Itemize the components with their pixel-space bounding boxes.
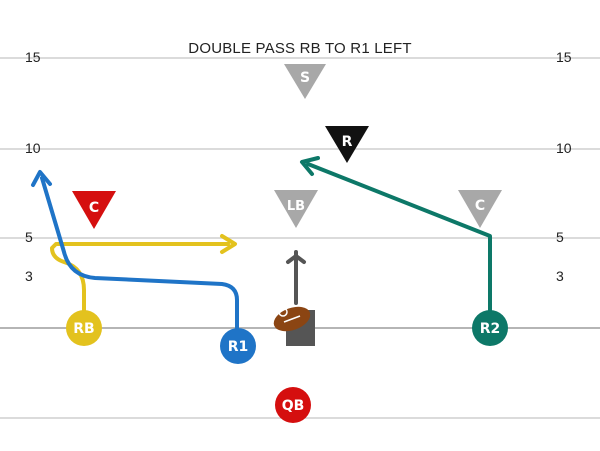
yard-label-left-3: 3 [25,268,33,284]
center-football [273,306,315,346]
player-qb: QB [275,387,311,423]
yard-label-right-15: 15 [556,49,572,65]
r1-route-arrowhead [31,170,52,187]
rb-route [50,242,230,318]
player-r2: R2 [472,310,508,346]
player-qb-label: QB [282,398,305,414]
yard-label-right-3: 3 [556,268,564,284]
defender-lb: LB [274,190,318,228]
player-r1: R1 [220,328,256,364]
defender-c-right-label: C [475,198,485,214]
defender-c-left: C [72,191,116,229]
defender-lb-label: LB [287,199,305,214]
defender-r-label: R [342,134,353,150]
defender-c-right: C [458,190,502,228]
yard-label-left-15: 15 [25,49,41,65]
yard-label-left-5: 5 [25,229,33,245]
player-r1-label: R1 [228,339,249,355]
play-title: DOUBLE PASS RB TO R1 LEFT [188,40,412,57]
defender-s-label: S [300,70,310,86]
defender-r: R [325,126,369,163]
r1-route [40,176,239,332]
defender-c-left-label: C [89,200,99,216]
football-lace [283,315,301,323]
yard-label-right-10: 10 [556,140,572,156]
yard-label-right-5: 5 [556,229,564,245]
player-rb-label: RB [73,321,94,337]
player-r2-label: R2 [480,321,501,337]
r2-route [306,162,492,316]
yard-label-left-10: 10 [25,140,41,156]
center-block-route [286,250,306,305]
player-rb: RB [66,310,102,346]
defender-s: S [284,64,326,99]
rb-route-arrowhead [220,234,237,254]
r2-route-arrowhead [300,156,320,176]
football-spot [278,307,288,317]
